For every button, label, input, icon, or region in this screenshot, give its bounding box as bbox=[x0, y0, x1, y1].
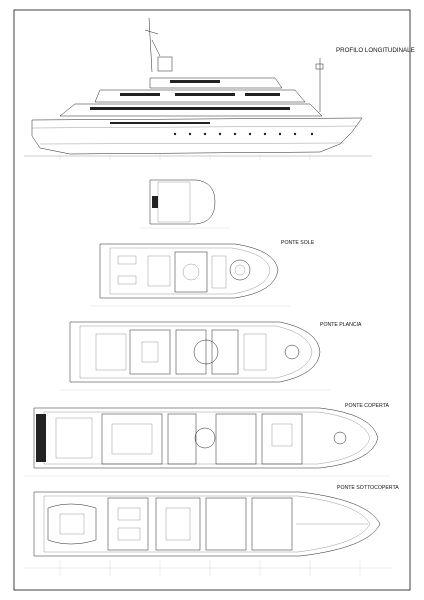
profile-title: PROFILO LONGITUDINALE bbox=[336, 47, 415, 54]
lower-deck-label: PONTE SOTTOCOPERTA bbox=[337, 485, 399, 491]
longitudinal-profile-view: PROFILO LONGITUDINALE bbox=[24, 17, 415, 160]
main-deck-plan: PONTE COPERTA bbox=[24, 403, 390, 477]
lower-deck-plan: PONTE SOTTOCOPERTA bbox=[24, 485, 399, 576]
sun-deck-plan: PONTE SOLE bbox=[90, 240, 315, 307]
bridge-deck-plan: PONTE PLANCIA bbox=[60, 321, 362, 391]
sun-deck-label: PONTE SOLE bbox=[281, 240, 315, 246]
main-deck-label: PONTE COPERTA bbox=[345, 403, 389, 409]
drawing-border bbox=[13, 9, 411, 591]
bridge-deck-label: PONTE PLANCIA bbox=[320, 322, 362, 328]
roof-top-view bbox=[140, 179, 230, 229]
